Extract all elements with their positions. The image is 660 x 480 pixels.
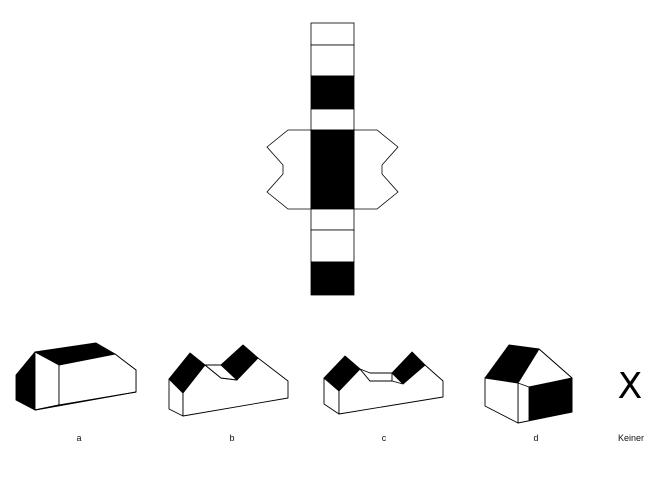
- net-strip-segment-2: [310, 108, 355, 131]
- option-b-figure[interactable]: [168, 344, 289, 417]
- option-none-mark[interactable]: X: [617, 366, 643, 407]
- net-right-flap: [353, 129, 399, 210]
- net-strip-segment-4: [310, 229, 355, 263]
- option-d-figure[interactable]: [484, 344, 573, 424]
- option-a-figure[interactable]: [15, 342, 137, 411]
- net-strip-top-square: [310, 22, 355, 46]
- option-none-label: Keiner: [617, 433, 644, 443]
- folding-net: [266, 22, 399, 296]
- net-left-flap: [266, 129, 312, 210]
- option-c-label: c: [381, 433, 387, 443]
- net-strip-segment-3: [310, 208, 355, 231]
- net-strip-black-1: [310, 75, 355, 110]
- net-strip-segment-1: [310, 44, 355, 77]
- net-strip-black-bottom: [310, 261, 355, 296]
- net-strip-black-center: [310, 129, 355, 210]
- option-a-label: a: [76, 433, 82, 443]
- option-d-label: d: [533, 433, 539, 443]
- option-b-label: b: [229, 433, 235, 443]
- option-c-figure[interactable]: [323, 351, 444, 415]
